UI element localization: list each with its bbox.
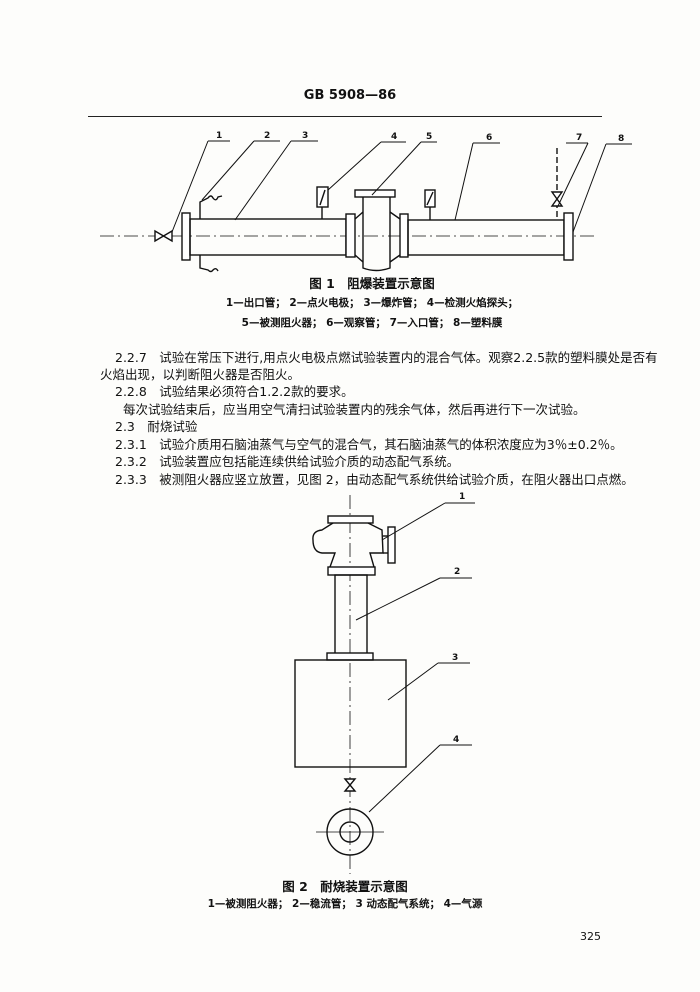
drawing-stroke	[557, 142, 589, 207]
drawing-stroke	[319, 189, 326, 206]
drawing-stroke	[312, 522, 384, 568]
callout-6: 6	[486, 133, 492, 143]
drawing-stroke	[426, 191, 434, 206]
stabilizing-pipe	[334, 574, 368, 656]
drawing-stroke	[201, 140, 280, 201]
drawing-stroke: 1 2 3 4 5 6 7 8	[216, 131, 624, 144]
drawing-stroke	[354, 211, 364, 263]
drawing-stroke	[171, 140, 632, 233]
drawing-stroke	[327, 566, 376, 576]
paragraph-2-3-1: 2.3.1 试验介质用石脑油蒸气与空气的混合气，其石脑油蒸气的体积浓度应为3％±…	[115, 437, 623, 452]
paragraph-2-3-3: 2.3.3 被测阻火器应竖立放置，见图 2，由动态配气系统供给试验介质，在阻火器…	[115, 472, 634, 487]
callout-1: 1	[216, 131, 222, 141]
gas-valve-icon	[343, 778, 357, 792]
drawing-stroke	[345, 213, 356, 258]
callout-5: 5	[426, 132, 432, 142]
figure-1-legend-line-1: 1—出口管； 2—点火电极； 3—爆炸管； 4—检测火焰探头；	[225, 297, 519, 309]
callout-2: 2	[264, 131, 270, 141]
figure-2-legend: 1—被测阻火器； 2—稳流管； 3 动态配气系统； 4—气源	[207, 898, 483, 910]
paragraph-2-2-7: 2.2.7 试验在常压下进行,用点火电极点燃试验装置内的混合气体。观察2.2.5…	[115, 350, 658, 365]
paragraph-2-2-8: 2.2.8 试验结果必须符合1.2.2款的要求。	[115, 384, 354, 399]
callout-8: 8	[618, 134, 624, 144]
drawing-stroke	[326, 652, 374, 661]
section-2-3-heading: 2.3 耐烧试验	[115, 419, 198, 434]
tested-arrestor	[327, 515, 374, 524]
page-header: GB 5908—86	[303, 88, 397, 103]
inlet-valve-icon	[550, 191, 564, 207]
observation-pipe	[407, 219, 565, 256]
drawing-stroke	[199, 195, 223, 219]
callout-3: 3	[452, 653, 458, 663]
callout-2: 2	[454, 567, 460, 577]
drawing-stroke: 1 2 3 4	[452, 492, 465, 745]
figure-2-caption: 图 2 耐烧装置示意图	[282, 879, 408, 894]
callout-4: 4	[453, 735, 459, 745]
drawing-stroke	[381, 502, 475, 541]
callout-7: 7	[576, 133, 582, 143]
drawing-stroke	[171, 140, 230, 233]
paragraph-2-2-7-cont: 火焰出现，以判断阻火器是否阻火。	[100, 367, 301, 382]
drawing-stroke	[399, 213, 409, 258]
callout-3: 3	[302, 131, 308, 141]
callout-1: 1	[459, 492, 465, 502]
drawing-stroke	[355, 577, 472, 621]
page-number: 325	[580, 930, 601, 943]
drawing-stroke	[234, 140, 318, 221]
explosion-pipe	[189, 218, 347, 256]
paragraph-2-3-2: 2.3.2 试验装置应包括能连续供给试验介质的动态配气系统。	[115, 454, 460, 469]
drawing-stroke	[199, 255, 219, 273]
callout-4: 4	[391, 132, 397, 142]
dynamic-gas-system-box	[294, 659, 407, 768]
drawing-stroke	[387, 526, 396, 564]
drawing-stroke	[572, 143, 632, 233]
drawing-stroke	[327, 141, 406, 191]
drawing-stroke	[355, 502, 475, 813]
flame-arrestor	[354, 189, 396, 198]
drawing-stroke	[371, 141, 437, 196]
paragraph-cleanup: 每次试验结束后，应当用空气清扫试验装置内的残余气体，然后再进行下一次试验。	[123, 402, 586, 417]
outlet-valve-icon	[154, 229, 173, 243]
drawing-stroke	[368, 744, 472, 813]
drawing-stroke	[387, 662, 470, 701]
figure-1-caption: 图 1 阻爆装置示意图	[309, 276, 435, 291]
drawing-stroke	[362, 197, 391, 272]
header-rule	[88, 116, 602, 117]
figure-1-legend-line-2: 5—被测阻火器； 6—观察管； 7—入口管； 8—塑料膜	[241, 317, 503, 329]
drawing-stroke	[389, 211, 401, 263]
flange	[181, 212, 191, 261]
drawing-stroke	[454, 142, 500, 221]
plastic-film-flange	[563, 212, 574, 261]
